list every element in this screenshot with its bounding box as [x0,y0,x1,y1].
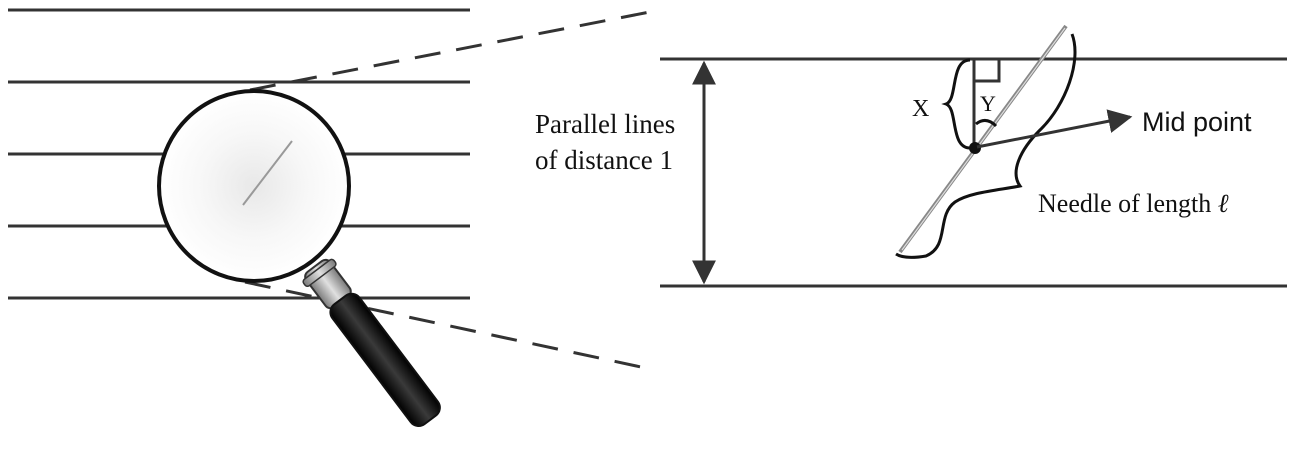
midpoint-label: Mid point [1142,107,1252,137]
zoom-dashed-bottom [244,280,656,372]
magnified-needle [242,140,293,206]
x-label: X [912,96,929,122]
y-label: Y [980,91,996,116]
needle-label-prefix: Needle of length [1038,189,1218,218]
parallel-lines-label-line1: Parallel lines [535,109,675,139]
magnifier-handle [329,292,441,428]
midpoint-arrow [976,109,1133,149]
needle-midpoint [969,142,981,154]
magnifying-glass-icon [157,89,441,428]
zoom-dashed-lines [244,9,656,372]
needle-label: Needle of length ℓ [1038,189,1229,218]
zoom-dashed-top [249,9,656,92]
needle-thread [895,33,1077,259]
parallel-lines-label-line2: of distance 1 [535,145,673,175]
angle-arc [975,119,998,128]
magnifier-lens [157,89,351,283]
needle-length-symbol: ℓ [1218,189,1229,218]
magnifier-collar-ring [302,258,337,288]
right-angle-marker [974,60,1001,83]
x-brace [941,58,971,150]
needle-highlight [901,27,1066,251]
right-parallel-lines [660,57,1287,288]
